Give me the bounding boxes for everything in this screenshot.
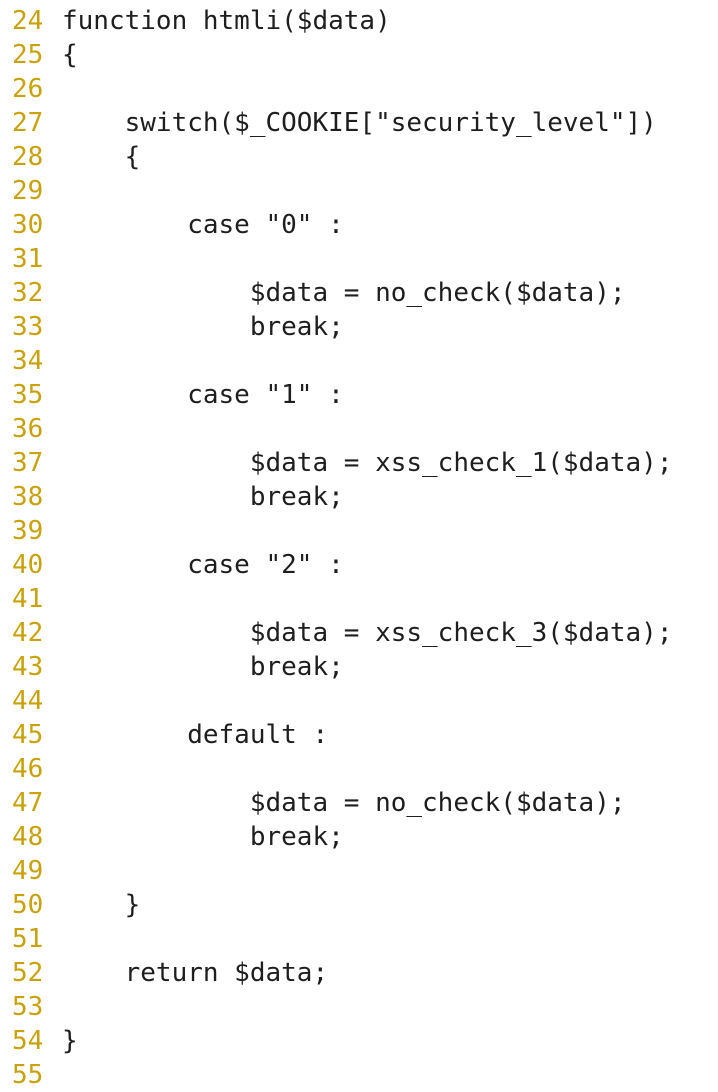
code-text[interactable]: } bbox=[62, 890, 141, 920]
code-line[interactable]: 50 } bbox=[0, 888, 718, 922]
code-text[interactable]: $data = xss_check_1($data); bbox=[62, 448, 673, 478]
code-line[interactable]: 27 switch($_COOKIE["security_level"]) bbox=[0, 106, 718, 140]
code-text[interactable]: { bbox=[62, 142, 141, 172]
code-line[interactable]: 40 case "2" : bbox=[0, 548, 718, 582]
code-line[interactable]: 44 bbox=[0, 684, 718, 718]
code-line[interactable]: 39 bbox=[0, 514, 718, 548]
code-text[interactable]: default : bbox=[62, 720, 329, 750]
code-text[interactable]: case "0" : bbox=[62, 210, 344, 240]
line-number: 32 bbox=[12, 278, 44, 308]
code-text[interactable]: { bbox=[62, 40, 78, 70]
code-line[interactable]: 41 bbox=[0, 582, 718, 616]
code-text[interactable]: break; bbox=[62, 652, 344, 682]
code-line[interactable]: 54} bbox=[0, 1024, 718, 1058]
line-number: 33 bbox=[12, 312, 44, 342]
code-text[interactable]: case "1" : bbox=[62, 380, 344, 410]
code-line[interactable]: 33 break; bbox=[0, 310, 718, 344]
line-number: 34 bbox=[12, 346, 44, 376]
code-text[interactable]: break; bbox=[62, 822, 344, 852]
line-number: 44 bbox=[12, 686, 44, 716]
code-line[interactable]: 46 bbox=[0, 752, 718, 786]
code-line[interactable]: 24 function htmli($data) bbox=[0, 4, 718, 38]
code-line[interactable]: 32 $data = no_check($data); bbox=[0, 276, 718, 310]
line-number: 30 bbox=[12, 210, 44, 240]
code-text[interactable]: switch($_COOKIE["security_level"]) bbox=[62, 108, 657, 138]
line-number: 55 bbox=[12, 1060, 44, 1090]
line-number: 37 bbox=[12, 448, 44, 478]
code-line[interactable]: 34 bbox=[0, 344, 718, 378]
code-line[interactable]: 55 bbox=[0, 1058, 718, 1092]
code-line[interactable]: 30 case "0" : bbox=[0, 208, 718, 242]
code-text[interactable]: break; bbox=[62, 482, 344, 512]
line-number: 29 bbox=[12, 176, 44, 206]
line-number: 28 bbox=[12, 142, 44, 172]
code-line[interactable]: 28 { bbox=[0, 140, 718, 174]
code-line[interactable]: 31 bbox=[0, 242, 718, 276]
line-number: 40 bbox=[12, 550, 44, 580]
code-line[interactable]: 43 break; bbox=[0, 650, 718, 684]
line-number: 39 bbox=[12, 516, 44, 546]
line-number: 25 bbox=[12, 40, 44, 70]
line-number: 47 bbox=[12, 788, 44, 818]
line-number: 31 bbox=[12, 244, 44, 274]
line-number: 24 bbox=[12, 6, 44, 36]
line-number: 51 bbox=[12, 924, 44, 954]
code-line[interactable]: 42 $data = xss_check_3($data); bbox=[0, 616, 718, 650]
line-number: 52 bbox=[12, 958, 44, 988]
code-line[interactable]: 35 case "1" : bbox=[0, 378, 718, 412]
line-number: 41 bbox=[12, 584, 44, 614]
line-number: 27 bbox=[12, 108, 44, 138]
code-line[interactable]: 37 $data = xss_check_1($data); bbox=[0, 446, 718, 480]
code-line[interactable]: 51 bbox=[0, 922, 718, 956]
code-line[interactable]: 29 bbox=[0, 174, 718, 208]
code-text[interactable]: $data = xss_check_3($data); bbox=[62, 618, 673, 648]
line-number: 26 bbox=[12, 74, 44, 104]
code-text[interactable]: function htmli($data) bbox=[62, 6, 391, 36]
code-text[interactable]: return $data; bbox=[62, 958, 329, 988]
code-line[interactable]: 36 bbox=[0, 412, 718, 446]
line-number: 36 bbox=[12, 414, 44, 444]
line-number: 43 bbox=[12, 652, 44, 682]
code-line[interactable]: 26 bbox=[0, 72, 718, 106]
code-text[interactable]: $data = no_check($data); bbox=[62, 788, 626, 818]
code-text[interactable]: $data = no_check($data); bbox=[62, 278, 626, 308]
code-line[interactable]: 49 bbox=[0, 854, 718, 888]
line-number: 45 bbox=[12, 720, 44, 750]
code-text[interactable]: } bbox=[62, 1026, 78, 1056]
line-number: 35 bbox=[12, 380, 44, 410]
code-line[interactable]: 53 bbox=[0, 990, 718, 1024]
line-number: 38 bbox=[12, 482, 44, 512]
code-line[interactable]: 52 return $data; bbox=[0, 956, 718, 990]
line-number: 42 bbox=[12, 618, 44, 648]
code-line[interactable]: 45 default : bbox=[0, 718, 718, 752]
code-line[interactable]: 47 $data = no_check($data); bbox=[0, 786, 718, 820]
code-line[interactable]: 38 break; bbox=[0, 480, 718, 514]
line-number: 48 bbox=[12, 822, 44, 852]
code-line[interactable]: 48 break; bbox=[0, 820, 718, 854]
code-line[interactable]: 25 { bbox=[0, 38, 718, 72]
line-number: 53 bbox=[12, 992, 44, 1022]
line-number: 49 bbox=[12, 856, 44, 886]
line-number: 46 bbox=[12, 754, 44, 784]
line-number: 50 bbox=[12, 890, 44, 920]
line-number: 54 bbox=[12, 1026, 44, 1056]
code-text[interactable]: break; bbox=[62, 312, 344, 342]
code-text[interactable]: case "2" : bbox=[62, 550, 344, 580]
